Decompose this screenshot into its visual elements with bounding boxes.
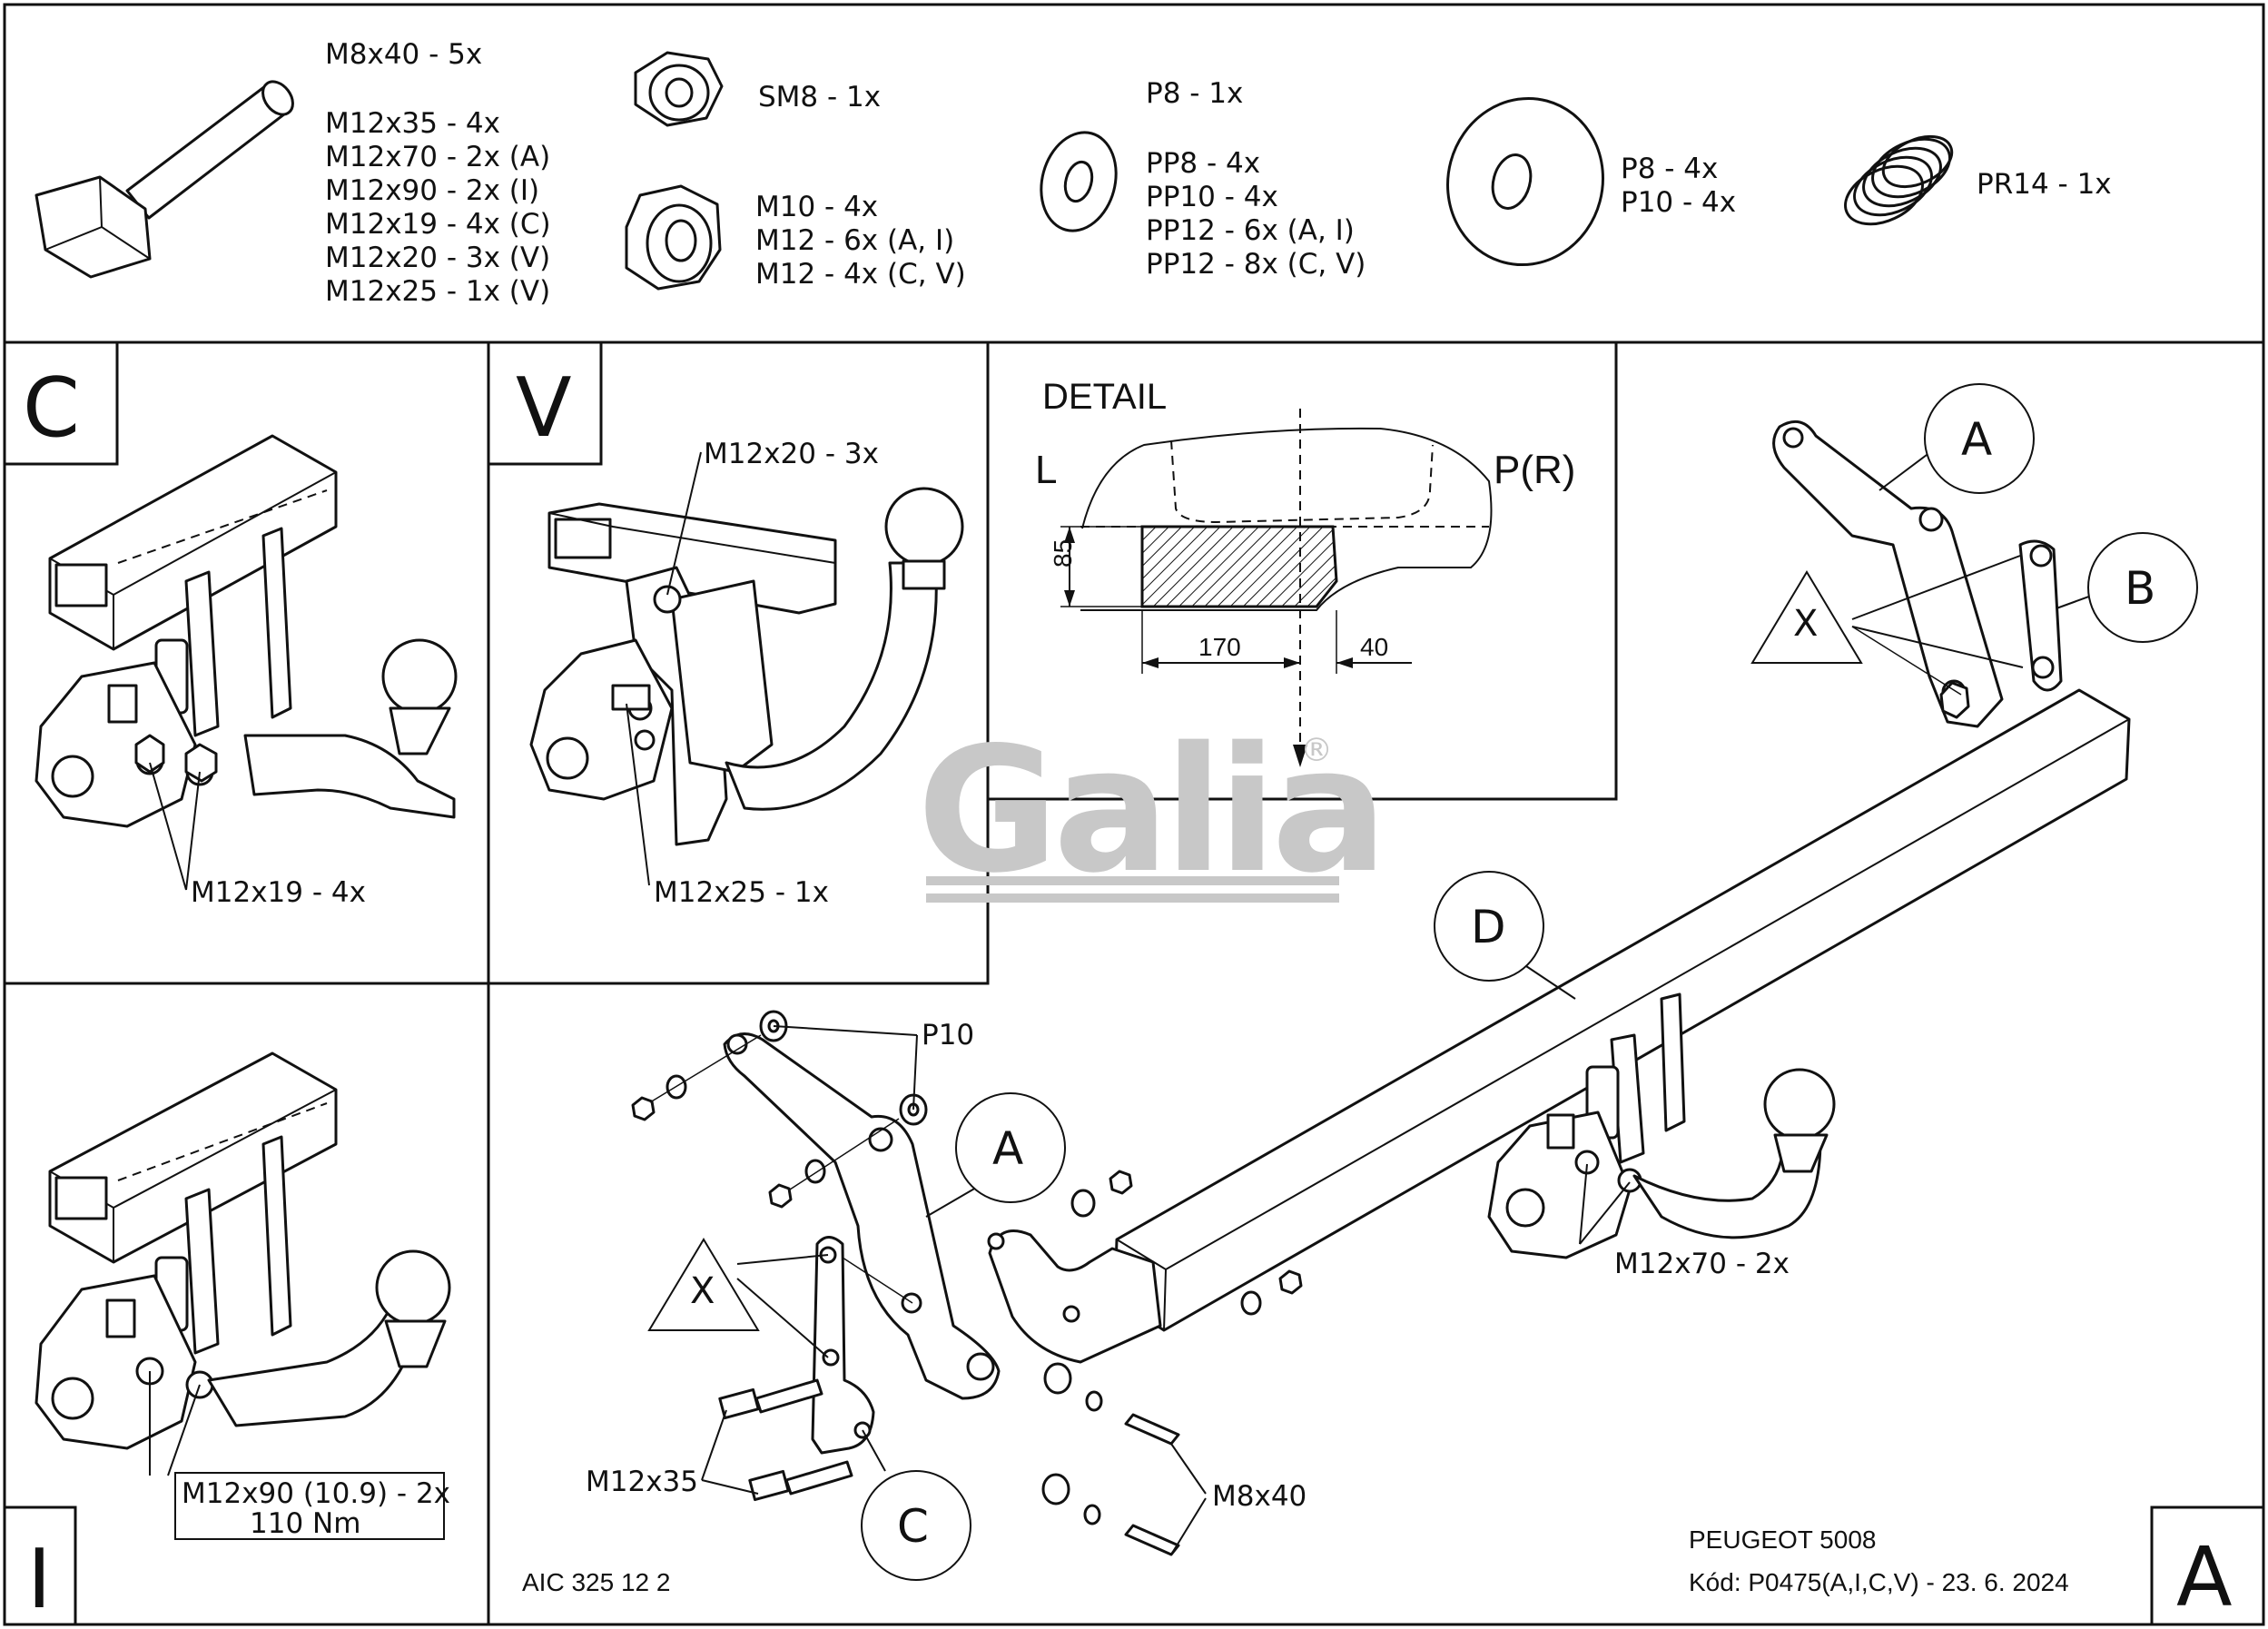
galia-logo: Galia ® [917,710,1388,911]
bolt-m12x35-label: M12x35 - 4x [325,107,500,140]
main-assembly: A C D A B X X P10 M12x35 M8x40 M12x70 - … [586,383,2198,1581]
lock-nut-icon [634,51,724,127]
callout-x-right-label: X [1793,603,1818,645]
detail-left-label: L [1035,448,1057,492]
panel-c: C M12x19 - 4x [23,360,458,909]
callout-x-left [647,1238,760,1331]
bolt-m12x70-label: M12x70 - 2x (A) [325,141,550,173]
parts-list: M8x40 - 5x M12x35 - 4x M12x70 - 2x (A) M… [35,38,2112,308]
galia-registered-mark: ® [1300,732,1333,769]
washer-large-p10-label: P10 - 4x [1621,186,1736,219]
bolt-icon [35,80,294,279]
bolt-m12x19-label: M12x19 - 4x (C) [325,208,551,241]
large-washer-icon [1446,96,1604,267]
panel-v: V M12x20 - 3x M12x25 - 1x [516,360,964,909]
washer-p8-label: P8 - 1x [1146,77,1243,110]
right-side-arm [1772,420,2004,728]
left-fasteners [631,1010,1303,1556]
panel-c-callout: M12x19 - 4x [191,876,366,909]
nut-m10-label: M10 - 4x [755,191,878,223]
callout-d-label: D [1471,901,1506,953]
label-m8x40: M8x40 [1212,1480,1307,1513]
nut-m12-ai-label: M12 - 6x (A, I) [755,224,954,257]
detail-panel: DETAIL L P(R) 85 170 40 [1035,377,1575,767]
hex-nut-icon [625,184,722,291]
washer-large-p8-label: P8 - 4x [1621,153,1718,185]
panel-i-letter-box [3,1506,77,1626]
kod-line: Kód: P0475(A,I,C,V) - 23. 6. 2024 [1689,1568,2069,1596]
panel-i: M12x90 (10.9) - 2x 110 Nm I [27,1051,451,1627]
lock-nut-label: SM8 - 1x [758,81,881,114]
left-side-arm [723,1032,1001,1400]
panel-v-letter: V [516,360,572,456]
panel-i-letter: I [27,1532,52,1627]
callout-c-label: C [897,1500,929,1553]
spring-icon [1844,134,1954,226]
nut-m12-cv-label: M12 - 4x (C, V) [755,258,966,291]
spacer-b [2018,539,2063,692]
vehicle-name: PEUGEOT 5008 [1689,1525,1876,1554]
panel-v-callout-bottom: M12x25 - 1x [654,876,829,909]
small-bracket-c [811,1236,875,1455]
panel-v-letter-box [487,341,603,466]
callout-x-right [1750,570,1863,664]
drawing-frames [3,3,2265,1626]
label-p10: P10 [922,1019,974,1051]
callout-x-left-label: X [690,1270,715,1312]
callout-c [861,1470,971,1581]
label-m12x70: M12x70 - 2x [1614,1248,1790,1280]
bolt-m12x20-label: M12x20 - 3x (V) [325,242,550,274]
spring-label: PR14 - 1x [1977,168,2112,201]
washer-pp10-label: PP10 - 4x [1146,181,1278,213]
small-washer-icon [1040,131,1118,232]
panel-c-letter-box [3,341,119,466]
callout-a-left-label: A [992,1122,1023,1175]
variant-letter-box [2150,1506,2265,1626]
callout-b [2087,532,2198,643]
panel-c-letter: C [23,360,80,456]
callout-d [1434,871,1544,982]
detail-title: DETAIL [1042,377,1167,417]
callout-a-left [955,1092,1066,1203]
detail-dim-height: 85 [1049,539,1077,568]
title-block: AIC 325 12 2 PEUGEOT 5008 Kód: P0475(A,I… [522,1525,2233,1625]
detail-dim-offset: 40 [1360,633,1388,661]
callout-b-label: B [2125,562,2155,615]
label-m12x35: M12x35 [586,1466,698,1498]
drawing-code: AIC 325 12 2 [522,1568,670,1596]
washer-pp12-ai-label: PP12 - 6x (A, I) [1146,214,1355,247]
panel-i-callout-line1: M12x90 (10.9) - 2x [182,1477,450,1510]
bolt-m8x40-label: M8x40 - 5x [325,38,482,71]
callout-a-right [1924,383,2035,494]
detail-right-label: P(R) [1494,448,1575,492]
panel-v-callout-top: M12x20 - 3x [704,438,879,470]
washer-pp12-cv-label: PP12 - 8x (C, V) [1146,248,1366,281]
bolt-m12x25-label: M12x25 - 1x (V) [325,275,550,308]
washer-pp8-label: PP8 - 4x [1146,147,1260,180]
callout-a-right-label: A [1961,413,1992,466]
panel-i-callout-line2: 110 Nm [250,1507,360,1540]
detail-dim-width: 170 [1198,633,1241,661]
panel-i-callout-box [174,1472,445,1540]
variant-letter: A [2176,1530,2233,1625]
bolt-m12x90-label: M12x90 - 2x (I) [325,174,539,207]
